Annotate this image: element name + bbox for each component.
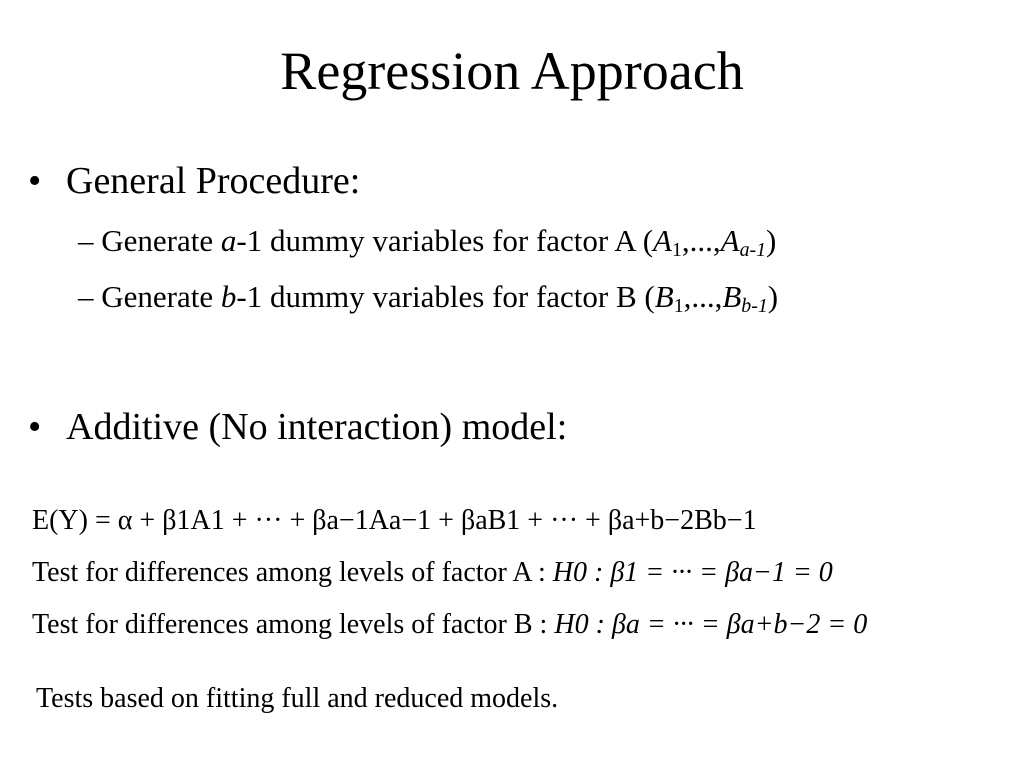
sub-item-prefix: – Generate (78, 223, 221, 258)
sub-item-s2: b-1 (741, 294, 768, 317)
bullet-general-procedure: • General Procedure: (28, 158, 360, 204)
sub-item-dots: ,..., (681, 223, 721, 258)
test-a-text: Test for differences among levels of fac… (32, 557, 553, 588)
sub-item-close: ) (767, 279, 779, 314)
sub-item-factor-a: – Generate a-1 dummy variables for facto… (78, 222, 776, 260)
sub-item-v2: A (720, 223, 740, 258)
model-equation: E(Y) = α + β1A1 + ··· + βa−1Aa−1 + βaB1 … (32, 505, 757, 536)
sub-item-middle: -1 dummy variables for factor B ( (236, 279, 655, 314)
sub-item-v1: A (653, 223, 672, 258)
sub-item-dots: ,..., (683, 279, 723, 314)
test-factor-b: Test for differences among levels of fac… (32, 608, 867, 642)
sub-item-v1: B (654, 279, 674, 314)
test-b-text: Test for differences among levels of fac… (32, 609, 555, 640)
footnote: Tests based on fitting full and reduced … (36, 683, 559, 714)
sub-item-close: ) (766, 223, 777, 258)
sub-item-factor-b: – Generate b-1 dummy variables for facto… (78, 278, 778, 316)
sub-item-var: a (220, 223, 237, 258)
bullet-text: Additive (No interaction) model: (66, 406, 568, 448)
slide-title: Regression Approach (280, 41, 744, 101)
sub-item-prefix: – Generate (78, 279, 221, 314)
bullet-dot-icon: • (28, 406, 42, 448)
sub-item-v2: B (722, 279, 742, 314)
bullet-dot-icon: • (28, 160, 42, 202)
sub-item-s1: 1 (671, 238, 682, 261)
test-b-hypothesis: H0 : βa = ··· = βa+b−2 = 0 (554, 609, 868, 640)
bullet-text: General Procedure: (66, 160, 361, 202)
sub-item-var: b (220, 279, 237, 314)
sub-item-middle: -1 dummy variables for factor A ( (236, 223, 654, 258)
sub-item-s1: 1 (673, 294, 684, 317)
bullet-additive-model: • Additive (No interaction) model: (28, 404, 567, 450)
test-factor-a: Test for differences among levels of fac… (32, 556, 833, 590)
sub-item-s2: a-1 (739, 238, 767, 261)
test-a-hypothesis: H0 : β1 = ··· = βa−1 = 0 (552, 557, 833, 588)
